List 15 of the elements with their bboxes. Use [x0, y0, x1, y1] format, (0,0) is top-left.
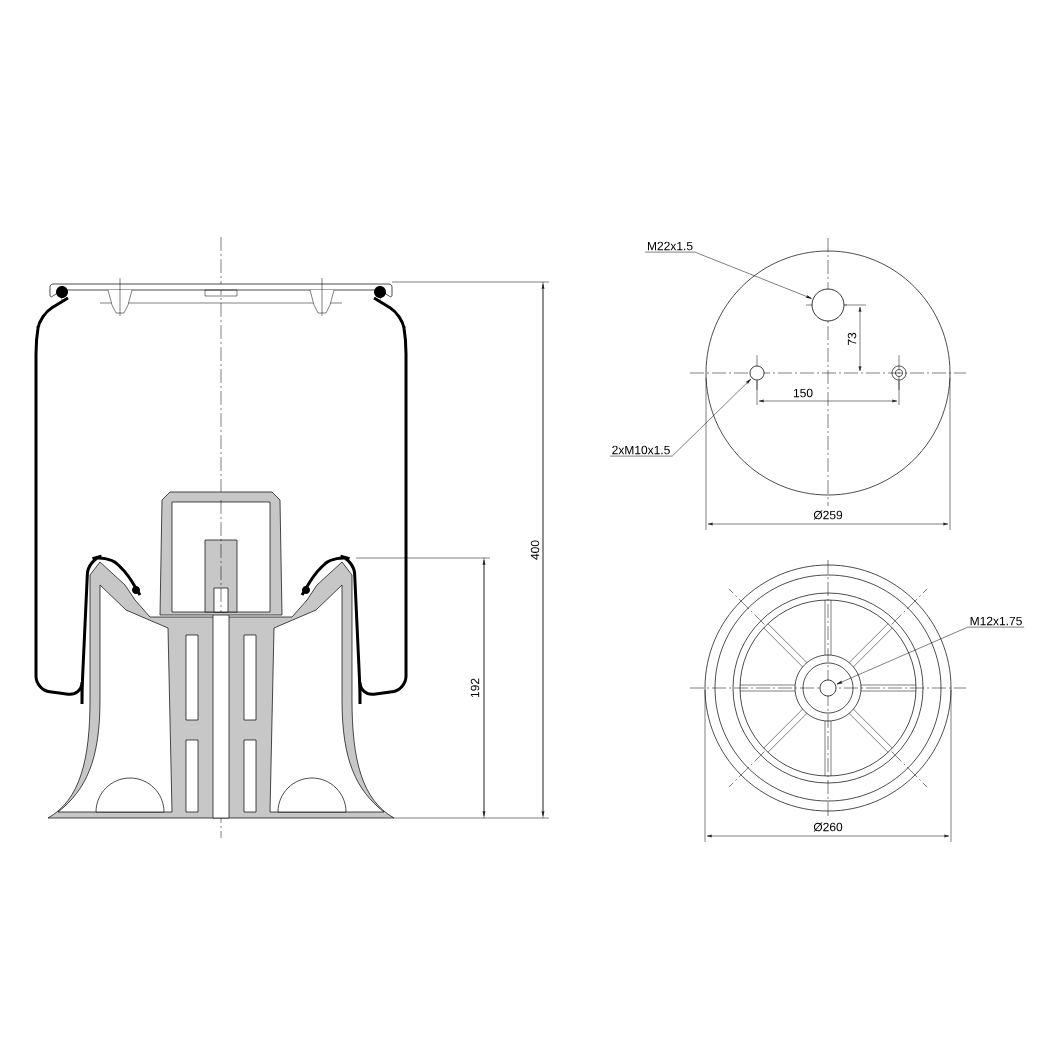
dimension-label: Ø259: [813, 510, 843, 520]
leader-line: [836, 626, 1025, 685]
dimension-label: 400: [530, 540, 540, 560]
callout-text: 2xM10x1.5: [612, 445, 670, 455]
callout-text: M12x1.75: [970, 616, 1022, 626]
dimension-label: 150: [793, 388, 813, 398]
callout-text: M22x1.5: [648, 241, 693, 251]
dimension-label: 192: [470, 678, 480, 698]
threaded-hole: [811, 288, 845, 322]
threaded-hole: [819, 679, 837, 697]
dimension-label: Ø260: [813, 822, 843, 832]
threaded-hole: [749, 365, 765, 381]
leader-line: [644, 251, 812, 299]
dimension-label: 73: [847, 332, 857, 346]
leader-line: [609, 378, 751, 457]
